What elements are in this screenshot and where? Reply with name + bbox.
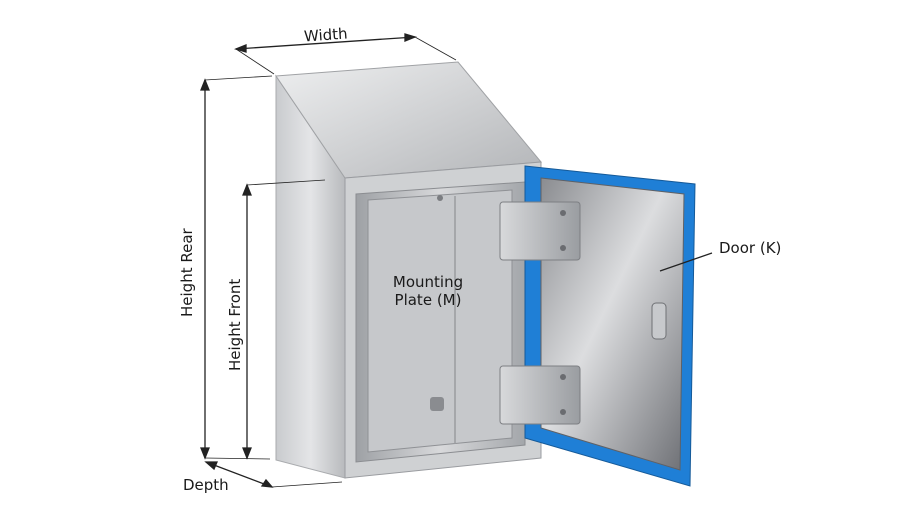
dimension-lines xyxy=(200,33,713,488)
label-width: Width xyxy=(303,24,349,46)
mounting-plate xyxy=(367,189,513,453)
label-door: Door (K) xyxy=(719,239,782,257)
hinge-bottom xyxy=(499,365,581,425)
label-mounting-plate: Mounting Plate (M) xyxy=(388,273,468,309)
door-handle xyxy=(651,302,667,340)
label-height-front: Height Front xyxy=(226,278,244,371)
label-mounting-plate-line2: Plate (M) xyxy=(394,291,462,309)
hinge-top xyxy=(499,201,581,261)
label-depth: Depth xyxy=(183,476,229,494)
label-mounting-plate-line1: Mounting xyxy=(392,273,464,291)
label-height-rear: Height Rear xyxy=(178,228,196,317)
